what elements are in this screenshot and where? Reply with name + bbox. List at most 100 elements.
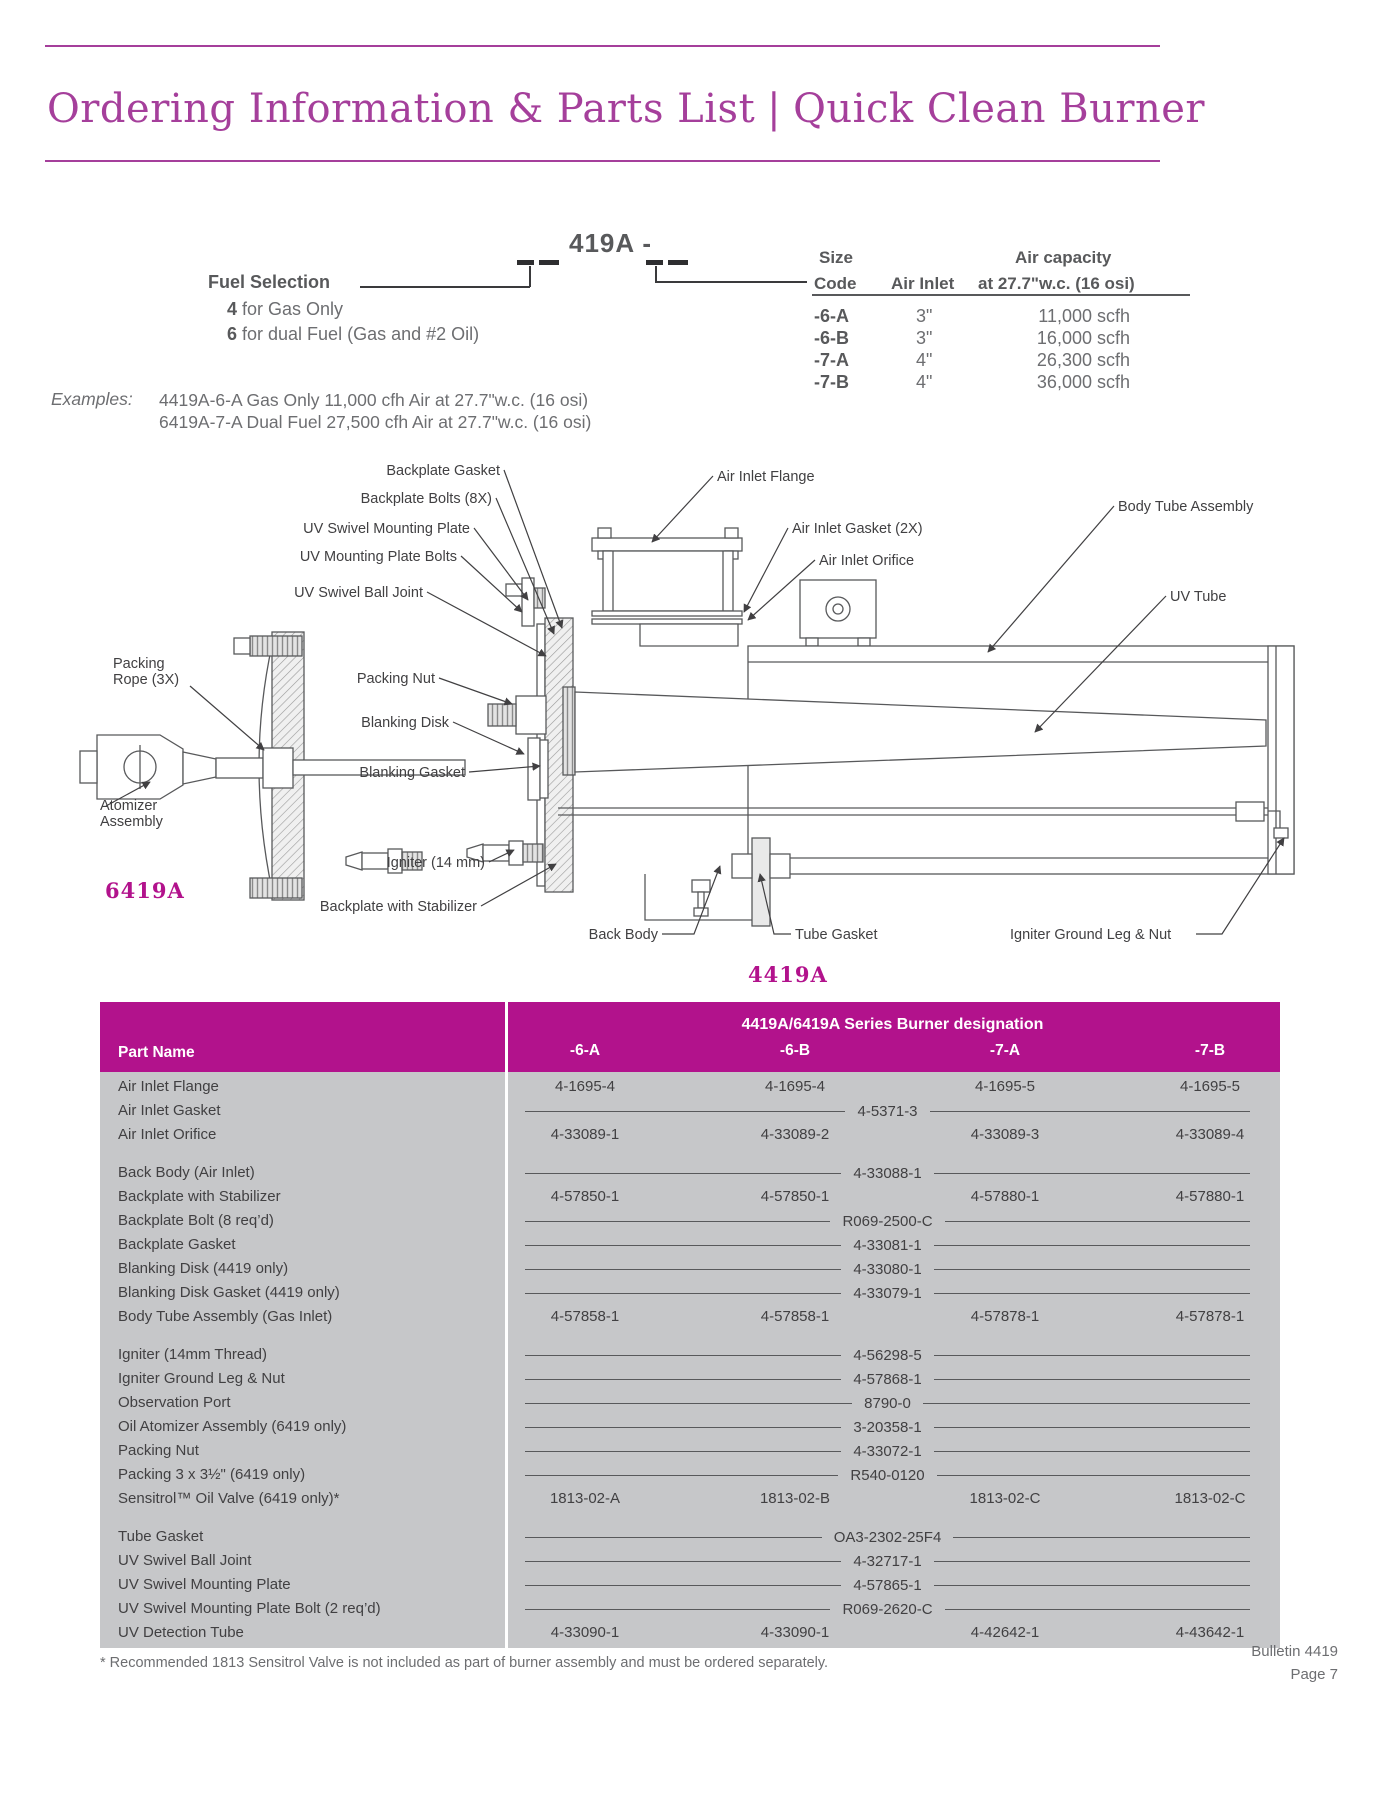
part-number-cell: 1813-02-C (1174, 1490, 1246, 1507)
span-line (933, 1268, 1251, 1270)
size-connector-line (655, 266, 657, 282)
fuel-option-text: for dual Fuel (Gas and #2 Oil) (237, 324, 480, 344)
spanned-part-number: R540-0120 (525, 1463, 1251, 1487)
span-line (525, 1220, 831, 1222)
span-line (525, 1292, 842, 1294)
span-line (933, 1172, 1251, 1174)
part-number-cell: R540-0120 (850, 1466, 925, 1484)
part-number-cell: 4-33088-1 (853, 1164, 922, 1182)
uv-tube-label: UV Tube (1170, 589, 1227, 605)
spanned-part-number: 4-33080-1 (525, 1257, 1251, 1281)
backplate-with-stabilizer-label: Backplate with Stabilizer (319, 899, 477, 915)
spanned-part-number: 4-56298-5 (525, 1343, 1251, 1367)
air-inlet-flange-label: Air Inlet Flange (717, 469, 815, 485)
span-line (525, 1560, 842, 1562)
part-number-cell: OA3-2302-25F4 (833, 1528, 942, 1546)
part-number-cell: 4-33080-1 (853, 1260, 922, 1278)
fuel-option: 4 for Gas Only (227, 297, 479, 322)
igniter-14mm-label: Igniter (14 mm) (386, 855, 485, 871)
page-title: Ordering Information & Parts List|Quick … (47, 86, 1205, 132)
column-header: -7-A (989, 1042, 1021, 1059)
span-line (933, 1426, 1251, 1428)
air-inlet-cell: 4" (916, 350, 933, 370)
size-code-cell: -7-B (814, 372, 849, 392)
span-line (525, 1244, 842, 1246)
table-row: Oil Atomizer Assembly (6419 only)3-20358… (100, 1415, 1280, 1439)
spanned-part-number: 4-5371-3 (525, 1099, 1251, 1123)
span-line (944, 1608, 1250, 1610)
part-number-cell: 4-33089-1 (550, 1126, 620, 1143)
part-number-cell: 4-57878-1 (1175, 1308, 1245, 1325)
air-inlet-col-header: Air Inlet (891, 274, 955, 293)
part-number-cell: 4-33072-1 (853, 1442, 922, 1460)
leader-lines (105, 469, 1285, 935)
span-line (525, 1426, 842, 1428)
part-number-cell: 4-57858-1 (760, 1308, 830, 1325)
spanned-part-number: R069-2620-C (525, 1597, 1250, 1621)
part-number-cell: 4-56298-5 (853, 1346, 922, 1364)
series-header: 4419A/6419A Series Burner designation (741, 1016, 1044, 1033)
fuel-option-text: for Gas Only (237, 299, 344, 319)
part-number-cell: 4-42642-1 (970, 1624, 1040, 1641)
span-line (525, 1402, 853, 1404)
span-line (933, 1450, 1251, 1452)
span-line (933, 1354, 1251, 1356)
spanned-part-number: 8790-0 (525, 1391, 1250, 1415)
fuel-option-code: 4 (227, 299, 238, 319)
span-line (936, 1474, 1251, 1476)
table-row: Packing 3 x 3½" (6419 only)R540-0120 (100, 1463, 1280, 1487)
part-name-cell: Backplate with Stabilizer (118, 1188, 281, 1205)
spanned-part-number: 4-57868-1 (525, 1367, 1251, 1391)
table-row: Blanking Disk (4419 only) 4-33080-1 (100, 1257, 1280, 1281)
part-number-cell: 4-33079-1 (853, 1284, 922, 1302)
span-line (525, 1268, 842, 1270)
air-inlet-cell: 3" (916, 328, 933, 348)
span-line (525, 1378, 842, 1380)
part-number-cell: 4-57865-1 (853, 1576, 922, 1594)
uv-swivel-ball-joint-label: UV Swivel Ball Joint (294, 585, 423, 601)
blanking-gasket-label: Blanking Gasket (359, 765, 465, 781)
part-name-cell: Sensitrol™ Oil Valve (6419 only)* (118, 1490, 340, 1507)
part-number-cell: 4-33089-2 (760, 1126, 830, 1143)
example-line: 6419A-7-A Dual Fuel 27,500 cfh Air at 27… (159, 412, 592, 432)
title-rule (45, 160, 1160, 162)
part-name-cell: Air Inlet Orifice (118, 1126, 217, 1143)
part-number-cell: 1813-02-C (969, 1490, 1041, 1507)
span-line (933, 1292, 1251, 1294)
fuel-connector-line (360, 286, 530, 288)
column-header: -7-B (1194, 1042, 1226, 1059)
part-name-cell: Oil Atomizer Assembly (6419 only) (118, 1418, 347, 1435)
span-line (933, 1378, 1251, 1380)
span-line (929, 1110, 1251, 1112)
page-title-right: Quick Clean Burner (793, 86, 1206, 132)
uv-mounting-plate-bolts-label: UV Mounting Plate Bolts (299, 549, 457, 565)
span-line (525, 1584, 842, 1586)
part-name-cell: Blanking Disk (4419 only) (118, 1260, 289, 1277)
designation-blank (539, 260, 559, 265)
model-caption-4419a: 4419A (748, 962, 828, 987)
bulletin-footer: Bulletin 4419 Page 7 (1251, 1640, 1338, 1686)
top-rule (45, 45, 1160, 47)
span-line (525, 1474, 839, 1476)
air-inlet-orifice-label: Air Inlet Orifice (819, 553, 915, 569)
examples-lines: 4419A-6-A Gas Only 11,000 cfh Air at 27.… (159, 389, 591, 433)
body-tube-assembly-label: Body Tube Assembly (1118, 499, 1254, 515)
backplate-gasket-label: Backplate Gasket (386, 463, 500, 479)
back-body-label: Back Body (588, 927, 658, 943)
part-name-cell: Air Inlet Flange (118, 1078, 219, 1095)
air-capacity-col-header: at 27.7"w.c. (16 osi) (978, 274, 1135, 293)
blanking-disk-label: Blanking Disk (361, 715, 449, 731)
column-header: -6-B (779, 1042, 811, 1059)
part-number-cell: 4-57880-1 (970, 1188, 1040, 1205)
part-number-cell: 4-33090-1 (550, 1624, 620, 1641)
